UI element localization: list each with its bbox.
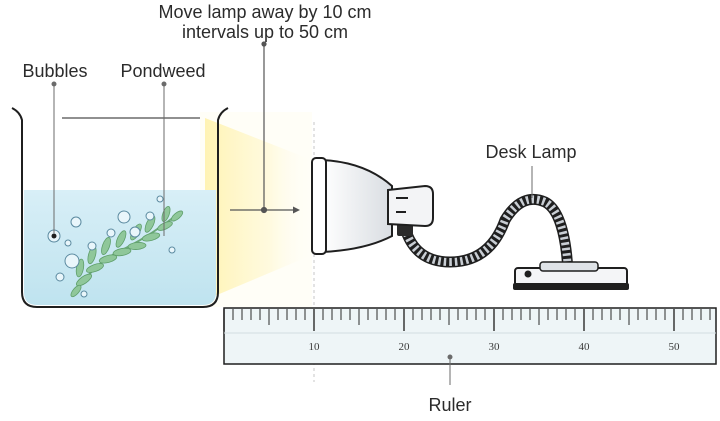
beaker: [11, 107, 229, 308]
move-instruction-line2: intervals up to 50 cm: [182, 22, 348, 42]
pondweed-plant: [70, 206, 184, 298]
ruler-tick-labels: 10 20 30 40 50: [309, 341, 681, 353]
lamp-shade: [321, 158, 393, 254]
beaker-leaders: [51, 81, 167, 236]
move-arrow: [230, 41, 300, 214]
lamp-face: [311, 157, 327, 255]
ruler-tick-label-20: 20: [399, 341, 411, 353]
desk-lamp-label: Desk Lamp: [485, 142, 576, 162]
ruler-tick-label-10: 10: [309, 341, 321, 353]
ruler-tick-label-40: 40: [579, 341, 591, 353]
ruler-body: [223, 307, 717, 365]
bubbles-label: Bubbles: [22, 61, 87, 81]
ruler-ticks: [223, 309, 711, 331]
beaker-outline: [11, 107, 229, 308]
desk-lamp: [311, 157, 629, 290]
ruler: 10 20 30 40 50: [223, 307, 717, 365]
move-instruction-line1: Move lamp away by 10 cm: [158, 2, 371, 22]
beaker-water: [24, 190, 216, 305]
pondweed-label: Pondweed: [120, 61, 205, 81]
light-glow: [205, 118, 312, 300]
lamp-socket: [387, 184, 434, 228]
lamp-neck-ribs: [401, 195, 572, 273]
ruler-label: Ruler: [428, 395, 471, 415]
ruler-tick-label-50: 50: [669, 341, 681, 353]
ruler-tick-label-30: 30: [489, 341, 501, 353]
bubbles: [47, 195, 176, 298]
ruler-leader: [447, 354, 453, 385]
